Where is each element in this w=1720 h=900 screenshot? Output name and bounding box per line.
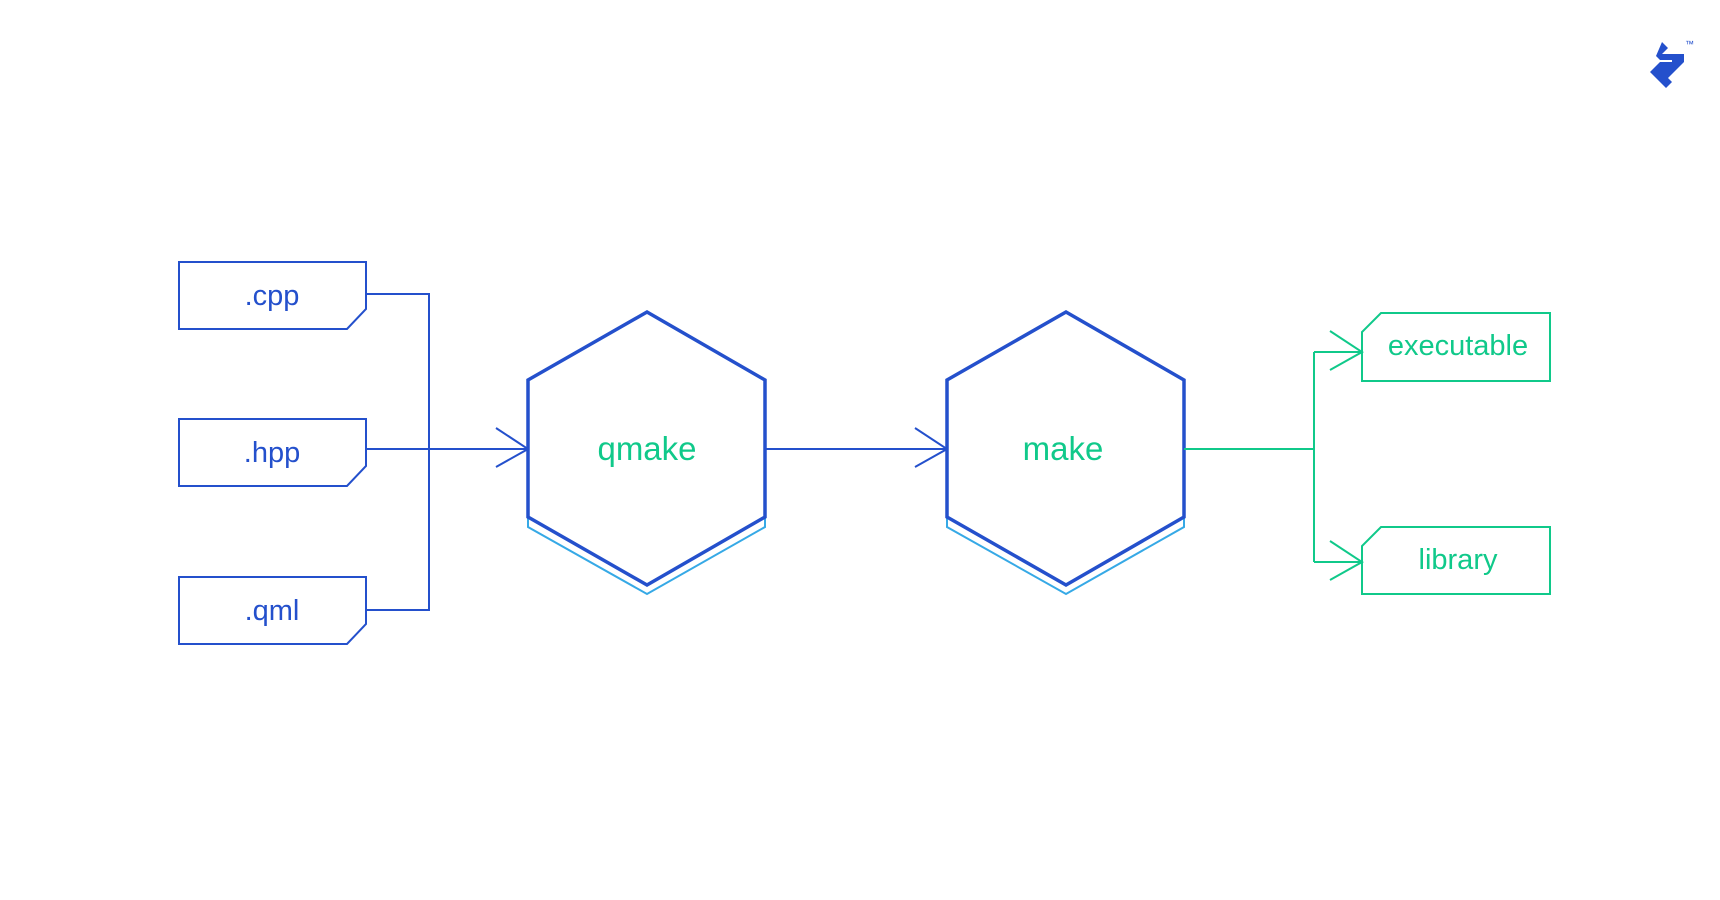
arrow-head-icon <box>914 427 949 468</box>
file-label-qml: .qml <box>245 595 300 627</box>
toptal-logo-icon: ™ <box>1650 39 1694 88</box>
file-tag-shape <box>178 418 367 487</box>
process-label-make: make <box>1023 430 1104 467</box>
arrow-head-icon <box>1329 540 1364 581</box>
input-file-qml: .qml <box>178 576 367 645</box>
output-library: library <box>1361 526 1551 595</box>
connector-line-cpp <box>366 293 430 611</box>
process-label-qmake: qmake <box>597 430 696 467</box>
arrow-head-icon <box>1329 330 1364 371</box>
arrow-head-icon <box>495 427 530 468</box>
hexagon-shape <box>526 309 767 588</box>
file-label-hpp: .hpp <box>244 437 300 469</box>
input-file-hpp: .hpp <box>178 418 367 487</box>
output-executable: executable <box>1361 312 1551 382</box>
process-connector <box>765 427 949 468</box>
logo-trademark: ™ <box>1685 39 1694 49</box>
logo-mark <box>1650 42 1684 88</box>
process-qmake: qmake <box>526 309 767 596</box>
input-file-cpp: .cpp <box>178 261 367 330</box>
output-label-library: library <box>1419 544 1498 576</box>
output-connector <box>1184 330 1364 581</box>
process-make: make <box>945 309 1186 596</box>
file-tag-shape <box>178 576 367 645</box>
hexagon-shape <box>945 309 1186 588</box>
output-tag-shape <box>1361 312 1551 382</box>
file-tag-shape <box>178 261 367 330</box>
file-label-cpp: .cpp <box>245 280 300 312</box>
output-label-executable: executable <box>1388 330 1528 362</box>
output-tag-shape <box>1361 526 1551 595</box>
input-connector <box>366 293 530 611</box>
